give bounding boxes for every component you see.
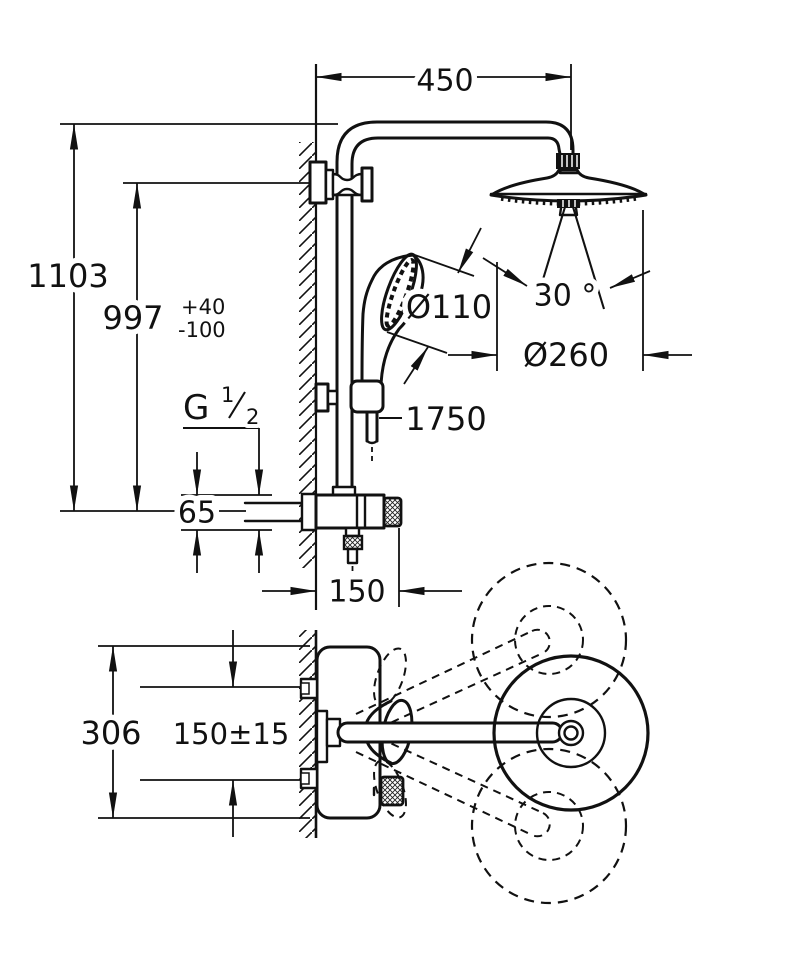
- head-position-down-dashed: [470, 747, 628, 905]
- slide-bracket: [314, 379, 385, 414]
- wall-plan: [299, 630, 318, 838]
- dimension-rail-height-997: [123, 182, 312, 511]
- hand-shower-right-contour: [379, 253, 425, 387]
- label-thread-letter: G: [183, 388, 209, 428]
- shower-pipe: [335, 120, 575, 497]
- dimension-total-height-1103: [60, 123, 338, 511]
- label-hand-diameter: Ø110: [406, 288, 492, 326]
- dimension-head-diameter-260: [448, 210, 692, 371]
- front-view: [60, 64, 692, 610]
- label-total-height: 1103: [27, 257, 108, 295]
- label-rail-height: 997: [102, 299, 163, 337]
- arm-bar-plan: [336, 721, 564, 744]
- label-head-diameter: Ø260: [523, 336, 609, 374]
- dimension-labels: 450 1103 997 +40 -100 Ø110 Ø260 30 ° 175…: [22, 58, 615, 758]
- dimension-projection-150: [262, 528, 462, 607]
- supply-fittings-plan: [299, 677, 319, 790]
- shower-hose: [365, 410, 379, 462]
- escutcheon-plan: [315, 709, 329, 764]
- supply-fitting: [300, 492, 318, 532]
- label-thread-numerator: 1: [221, 383, 234, 407]
- valve-outlet: [344, 526, 361, 538]
- dimension-supply-spacing-150: [140, 630, 301, 837]
- head-position-up-dashed: [470, 561, 628, 719]
- hand-shower-left-contour: [360, 253, 415, 386]
- dimension-hand-diameter-110: [386, 227, 482, 385]
- outlet-nut: [342, 534, 364, 551]
- temperature-handle-plan: [372, 775, 405, 807]
- label-reach: 450: [416, 64, 473, 99]
- thermostat-valve: [243, 485, 403, 585]
- hand-shower: [360, 252, 425, 387]
- wall-hatch-front: [299, 142, 316, 568]
- hand-shower-nozzles: [384, 258, 416, 328]
- wall-hatch-plan: [299, 630, 316, 838]
- temperature-handle: [382, 496, 403, 528]
- thread-callout-leader: [183, 391, 264, 573]
- label-supply-offset: 65: [178, 496, 216, 531]
- shower-arm-plan: [336, 654, 650, 812]
- head-dome: [491, 168, 646, 196]
- dimension-lines-front: [60, 64, 692, 607]
- hand-shower-face: [380, 252, 418, 332]
- label-supply-spacing: 150±15: [173, 717, 290, 751]
- label-tolerance-minus: -100: [178, 318, 226, 342]
- head-shower-circle-plan: [492, 654, 650, 812]
- dimension-body-height-306: [98, 645, 310, 819]
- label-thread-denominator: 2: [246, 405, 259, 429]
- label-spray-angle: 30 °: [534, 279, 597, 314]
- label-body-height: 306: [80, 714, 141, 752]
- arm-outer-contour: [335, 120, 575, 172]
- head-shower: [489, 153, 648, 217]
- outlet-nipple: [346, 547, 359, 565]
- spray-angle-callout: [482, 206, 651, 310]
- swivel-positions-dashed: [355, 561, 628, 905]
- spray-nozzle-band: [500, 197, 637, 206]
- label-tolerance-plus: +40: [181, 295, 225, 319]
- label-body-projection: 150: [328, 575, 385, 610]
- wall-bracket-top: [308, 160, 374, 205]
- label-hose-length: 1750: [405, 400, 486, 438]
- arm-inner-contour: [350, 136, 562, 172]
- plan-view: [98, 561, 650, 905]
- valve-body: [314, 493, 386, 530]
